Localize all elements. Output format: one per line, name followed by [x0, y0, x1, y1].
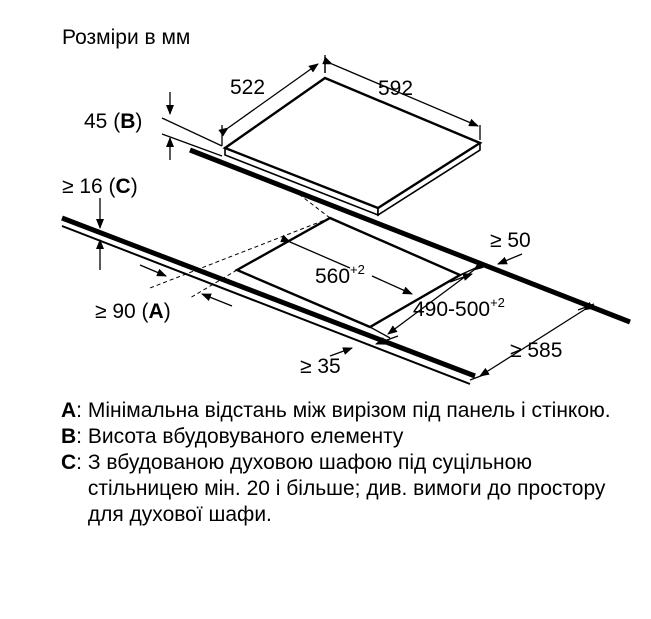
width-label: 592	[378, 77, 413, 100]
projection-lines	[149, 194, 331, 299]
front-dimension	[329, 335, 399, 357]
side-label: ≥ 50	[490, 229, 531, 252]
legend-key: A	[61, 399, 77, 422]
wall-dimension	[139, 264, 233, 307]
front-label: ≥ 35	[300, 355, 341, 378]
depth-dimension	[218, 55, 326, 146]
cutout-depth-label: 490-500+2	[413, 295, 505, 321]
legend: A: Мінімальна відстань між вирізом під п…	[61, 398, 641, 528]
legend-item-b: B: Висота вбудовуваного елементу	[61, 424, 641, 450]
legend-item-c: C: З вбудованою духовою шафою під суціль…	[61, 450, 641, 528]
side-dimension	[449, 253, 523, 283]
legend-text: Мінімальна відстань між вирізом під пане…	[87, 399, 611, 422]
height-label: 45 (B)	[84, 110, 142, 133]
worktop-lines	[61, 147, 631, 385]
counter-depth-dimension	[469, 301, 595, 381]
diagram-title: Розміри в мм	[62, 26, 190, 49]
legend-key: C	[61, 451, 77, 474]
height-dimension	[161, 92, 223, 160]
installation-diagram: Розміри в мм 592 522 45 (B)	[61, 26, 631, 385]
legend-key: B	[61, 425, 77, 448]
wall-label: ≥ 90 (A)	[95, 300, 171, 323]
depth-label: 522	[230, 76, 265, 99]
legend-text: Висота вбудовуваного елементу	[87, 425, 404, 448]
cutout-width-label: 560+2	[315, 262, 365, 288]
legend-text: З вбудованою духовою шафою під суцільною…	[87, 451, 606, 526]
clearance-label: ≥ 16 (C)	[62, 175, 138, 198]
counter-depth-label: ≥ 585	[510, 339, 562, 362]
legend-item-a: A: Мінімальна відстань між вирізом під п…	[61, 398, 641, 424]
